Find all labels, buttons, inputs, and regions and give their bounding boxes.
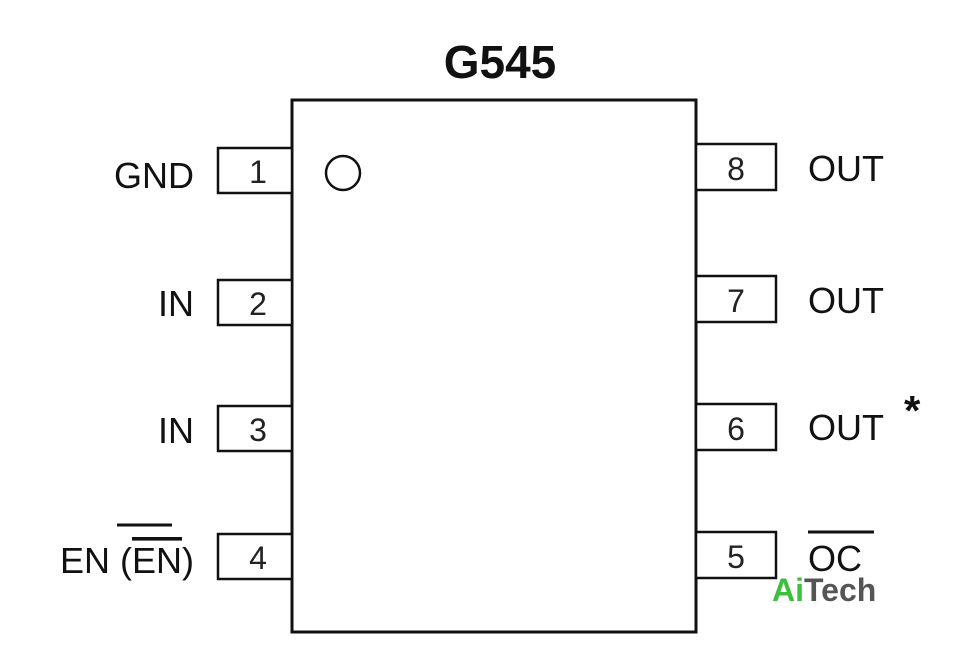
- watermark-suffix: Tech: [804, 572, 876, 608]
- pin-3-lead: [216, 404, 294, 453]
- watermark-text: AiTech: [772, 572, 876, 608]
- pin-8-label: OUT: [808, 148, 884, 189]
- pin-6-label: OUT: [808, 407, 884, 448]
- chip-body: [290, 98, 698, 634]
- pin-4-label-overbar: EN: [132, 540, 182, 581]
- pin-2-lead: [216, 278, 294, 327]
- pin-3: 3 IN: [158, 404, 294, 453]
- pin-2-label: IN: [158, 283, 194, 324]
- pin-8: 8 OUT: [694, 142, 884, 192]
- pin-1-label: GND: [114, 155, 194, 196]
- pin-7-label: OUT: [808, 280, 884, 321]
- pin-5: 5 OC: [694, 530, 874, 580]
- pin-4-label: EN (EN): [60, 540, 194, 581]
- pin-7: 7 OUT: [694, 274, 884, 324]
- pin-3-label: IN: [158, 410, 194, 451]
- pin-2-number: 2: [249, 286, 267, 322]
- pin-1-lead: [216, 146, 294, 195]
- pin-6: 6 OUT *: [694, 387, 921, 452]
- pin-4-lead: [216, 532, 294, 581]
- pin1-marker-icon: [324, 154, 362, 192]
- pin-5-label: OC: [808, 538, 862, 579]
- pin-1: 1 GND: [114, 146, 294, 196]
- pin-4-label-suffix: ): [182, 540, 194, 581]
- pin-4-label-prefix: EN (: [60, 540, 132, 581]
- chip-title: G545: [444, 36, 557, 88]
- pin-4: 4 EN (EN): [60, 523, 294, 581]
- pin-3-number: 3: [249, 412, 267, 448]
- pin-8-lead: [694, 142, 778, 192]
- watermark-logo: AiTech: [772, 572, 876, 608]
- pin-6-lead: [694, 402, 778, 452]
- watermark-prefix: Ai: [772, 572, 804, 608]
- pin-5-lead: [694, 530, 778, 580]
- pin-5-number: 5: [727, 539, 745, 575]
- pin-2: 2 IN: [158, 278, 294, 327]
- pin-7-lead: [694, 274, 778, 324]
- pin-1-number: 1: [249, 154, 267, 190]
- pin-8-number: 8: [727, 151, 745, 187]
- pin-7-number: 7: [727, 283, 745, 319]
- pin-4-number: 4: [249, 540, 267, 576]
- pin-6-number: 6: [727, 411, 745, 447]
- pin-6-asterisk-note: *: [904, 387, 921, 434]
